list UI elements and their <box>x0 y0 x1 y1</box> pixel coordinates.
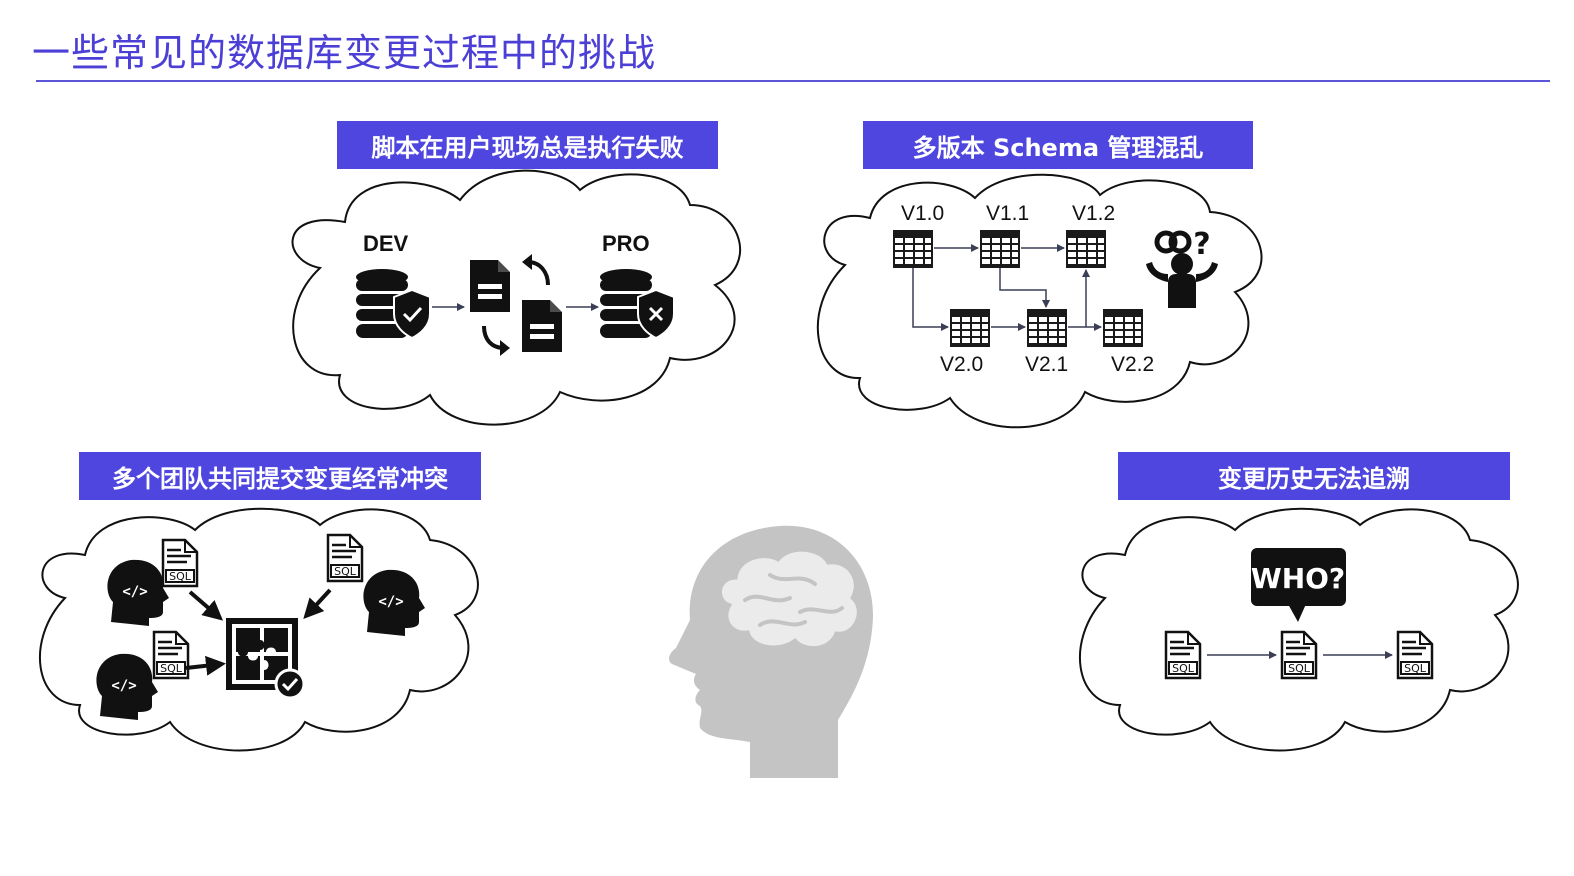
sql-file-icon: SQL <box>1396 630 1434 680</box>
conflict-arrow <box>303 588 332 619</box>
brain-head-illustration <box>669 525 874 778</box>
arrow-v1-0-to-v2-0 <box>912 268 949 331</box>
dev-label: DEV <box>363 231 409 256</box>
prod-label: PRO <box>602 231 650 256</box>
panel-heading-team-conflicts: 多个团队共同提交变更经常冲突 <box>79 452 481 500</box>
title-underline <box>36 80 1550 82</box>
version-label-v2-0: V2.0 <box>940 353 983 376</box>
shield-x-icon <box>637 288 675 340</box>
version-label-v1-0: V1.0 <box>901 202 944 225</box>
sql-file-label: SQL <box>160 662 183 675</box>
table-icon-v2-0 <box>950 309 990 347</box>
version-label-v1-2: V1.2 <box>1072 202 1115 225</box>
panel-heading-history: 变更历史无法追溯 <box>1118 452 1510 500</box>
table-icon-v1-0 <box>893 230 933 268</box>
conflict-arrow <box>185 655 226 676</box>
confused-person-icon: ? <box>1146 227 1218 308</box>
panel-heading-schema-versions: 多版本 Schema 管理混乱 <box>863 121 1253 169</box>
table-icon-v1-2 <box>1066 230 1106 268</box>
page-title: 一些常见的数据库变更过程中的挑战 <box>32 31 657 75</box>
sql-file-icon: SQL <box>326 533 364 583</box>
cloud-script-fail <box>291 169 742 426</box>
version-label-v2-1: V2.1 <box>1025 353 1068 376</box>
panel-heading-script-fail: 脚本在用户现场总是执行失败 <box>337 121 718 169</box>
sql-file-label: SQL <box>169 570 192 583</box>
sql-file-icon: SQL <box>152 630 190 680</box>
sql-file-icon: SQL <box>1280 630 1318 680</box>
shield-check-icon <box>393 288 431 340</box>
who-label: WHO? <box>1251 562 1345 595</box>
version-label-v1-1: V1.1 <box>986 202 1029 225</box>
table-icon-v2-2 <box>1103 309 1143 347</box>
sql-file-label: SQL <box>334 565 357 578</box>
cloud-history <box>1079 507 1519 752</box>
svg-text:?: ? <box>1193 227 1210 262</box>
sql-file-icon: SQL <box>1164 630 1202 680</box>
sql-file-icon: SQL <box>161 538 199 588</box>
arrow-v1-1-to-v2-1 <box>999 268 1050 308</box>
sql-file-label: SQL <box>1288 662 1311 675</box>
who-speech-bubble: WHO? <box>1251 548 1346 622</box>
version-label-v2-2: V2.2 <box>1111 353 1154 376</box>
table-icon-v1-1 <box>980 230 1020 268</box>
sql-file-label: SQL <box>1172 662 1195 675</box>
conflict-arrow <box>188 590 224 621</box>
sql-file-label: SQL <box>1404 662 1427 675</box>
table-icon-v2-1 <box>1027 309 1067 347</box>
document-sync-icon <box>470 254 562 356</box>
puzzle-merge-icon <box>226 618 306 700</box>
